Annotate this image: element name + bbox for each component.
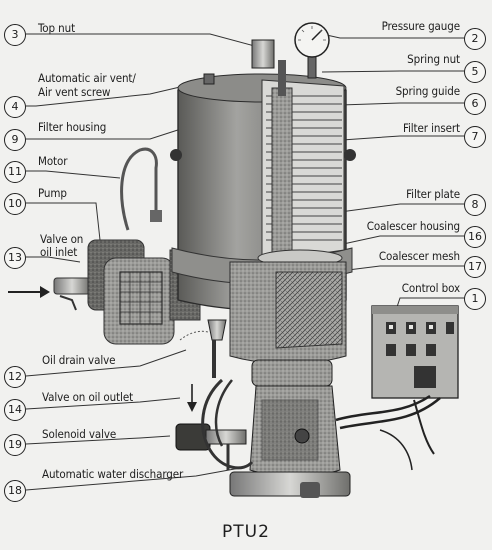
callout-label: Motor [38, 154, 68, 168]
callout-number: 10 [4, 193, 26, 215]
callout-label: Pump [38, 186, 67, 200]
callout-number: 18 [4, 480, 26, 502]
callout-number: 7 [464, 126, 486, 148]
callout-label: Spring guide [395, 84, 461, 98]
callout-number: 3 [4, 24, 26, 46]
callout-label: Coalescer housing [366, 219, 460, 233]
callout-solenoid-valve: 19 Solenoid valve [4, 428, 144, 456]
callout-number: 14 [4, 399, 26, 421]
callout-number: 8 [464, 194, 486, 216]
callout-pump: 10 Pump [4, 187, 124, 215]
callout-control-box: Control box 1 [366, 282, 486, 310]
callout-number: 19 [4, 434, 26, 456]
callout-valve-on-oil-inlet: 13 Valve on oil inlet [4, 233, 124, 269]
callout-number: 16 [464, 226, 486, 248]
callout-label-line1: Automatic air vent/ [38, 71, 136, 85]
callout-number: 13 [4, 247, 26, 269]
callout-coalescer-mesh: Coalescer mesh 17 [346, 250, 486, 278]
callout-label: Top nut [38, 21, 76, 35]
callout-number: 4 [4, 96, 26, 118]
callout-label: Spring nut [407, 52, 460, 66]
callout-label: Filter plate [406, 187, 460, 201]
callout-label: Pressure gauge [381, 19, 461, 33]
callout-number: 17 [464, 256, 486, 278]
callout-label: Solenoid valve [42, 427, 117, 441]
callout-label: Control box [401, 281, 460, 295]
callout-filter-plate: Filter plate 8 [366, 188, 486, 216]
callout-spring-guide: Spring guide 6 [366, 85, 486, 115]
callout-number: 12 [4, 366, 26, 388]
callout-number: 1 [464, 288, 486, 310]
callout-spring-nut: Spring nut 5 [366, 53, 486, 83]
callout-number: 6 [464, 93, 486, 115]
callout-label: Automatic water discharger [42, 467, 184, 481]
callout-label: Filter housing [38, 120, 107, 134]
callout-label: Valve on oil outlet [42, 390, 134, 404]
callout-coalescer-housing: Coalescer housing 16 [346, 220, 486, 248]
callout-label-line2: Air vent screw [38, 85, 111, 99]
callout-valve-on-oil-outlet: 14 Valve on oil outlet [4, 391, 174, 421]
callout-pressure-gauge: Pressure gauge 2 [366, 20, 486, 50]
callout-filter-insert: Filter insert 7 [366, 122, 486, 148]
callout-number: 2 [464, 28, 486, 50]
callout-filter-housing: 9 Filter housing [4, 121, 144, 151]
callout-motor: 11 Motor [4, 155, 124, 183]
callout-label: Oil drain valve [42, 353, 116, 367]
callout-label: Filter insert [402, 121, 460, 135]
callout-number: 9 [4, 129, 26, 151]
callout-label-line2: oil inlet [40, 245, 78, 259]
callout-label-line1: Valve on [40, 232, 84, 246]
callout-number: 11 [4, 161, 26, 183]
figure-caption: PTU2 [222, 522, 270, 542]
callout-number: 5 [464, 61, 486, 83]
callout-top-nut: 3 Top nut [4, 21, 124, 46]
callout-automatic-air-vent: 4 Automatic air vent/ Air vent screw [4, 72, 184, 118]
callout-oil-drain-valve: 12 Oil drain valve [4, 354, 144, 388]
callout-label: Coalescer mesh [378, 249, 460, 263]
callout-automatic-water-discharger: 18 Automatic water discharger [4, 468, 204, 502]
